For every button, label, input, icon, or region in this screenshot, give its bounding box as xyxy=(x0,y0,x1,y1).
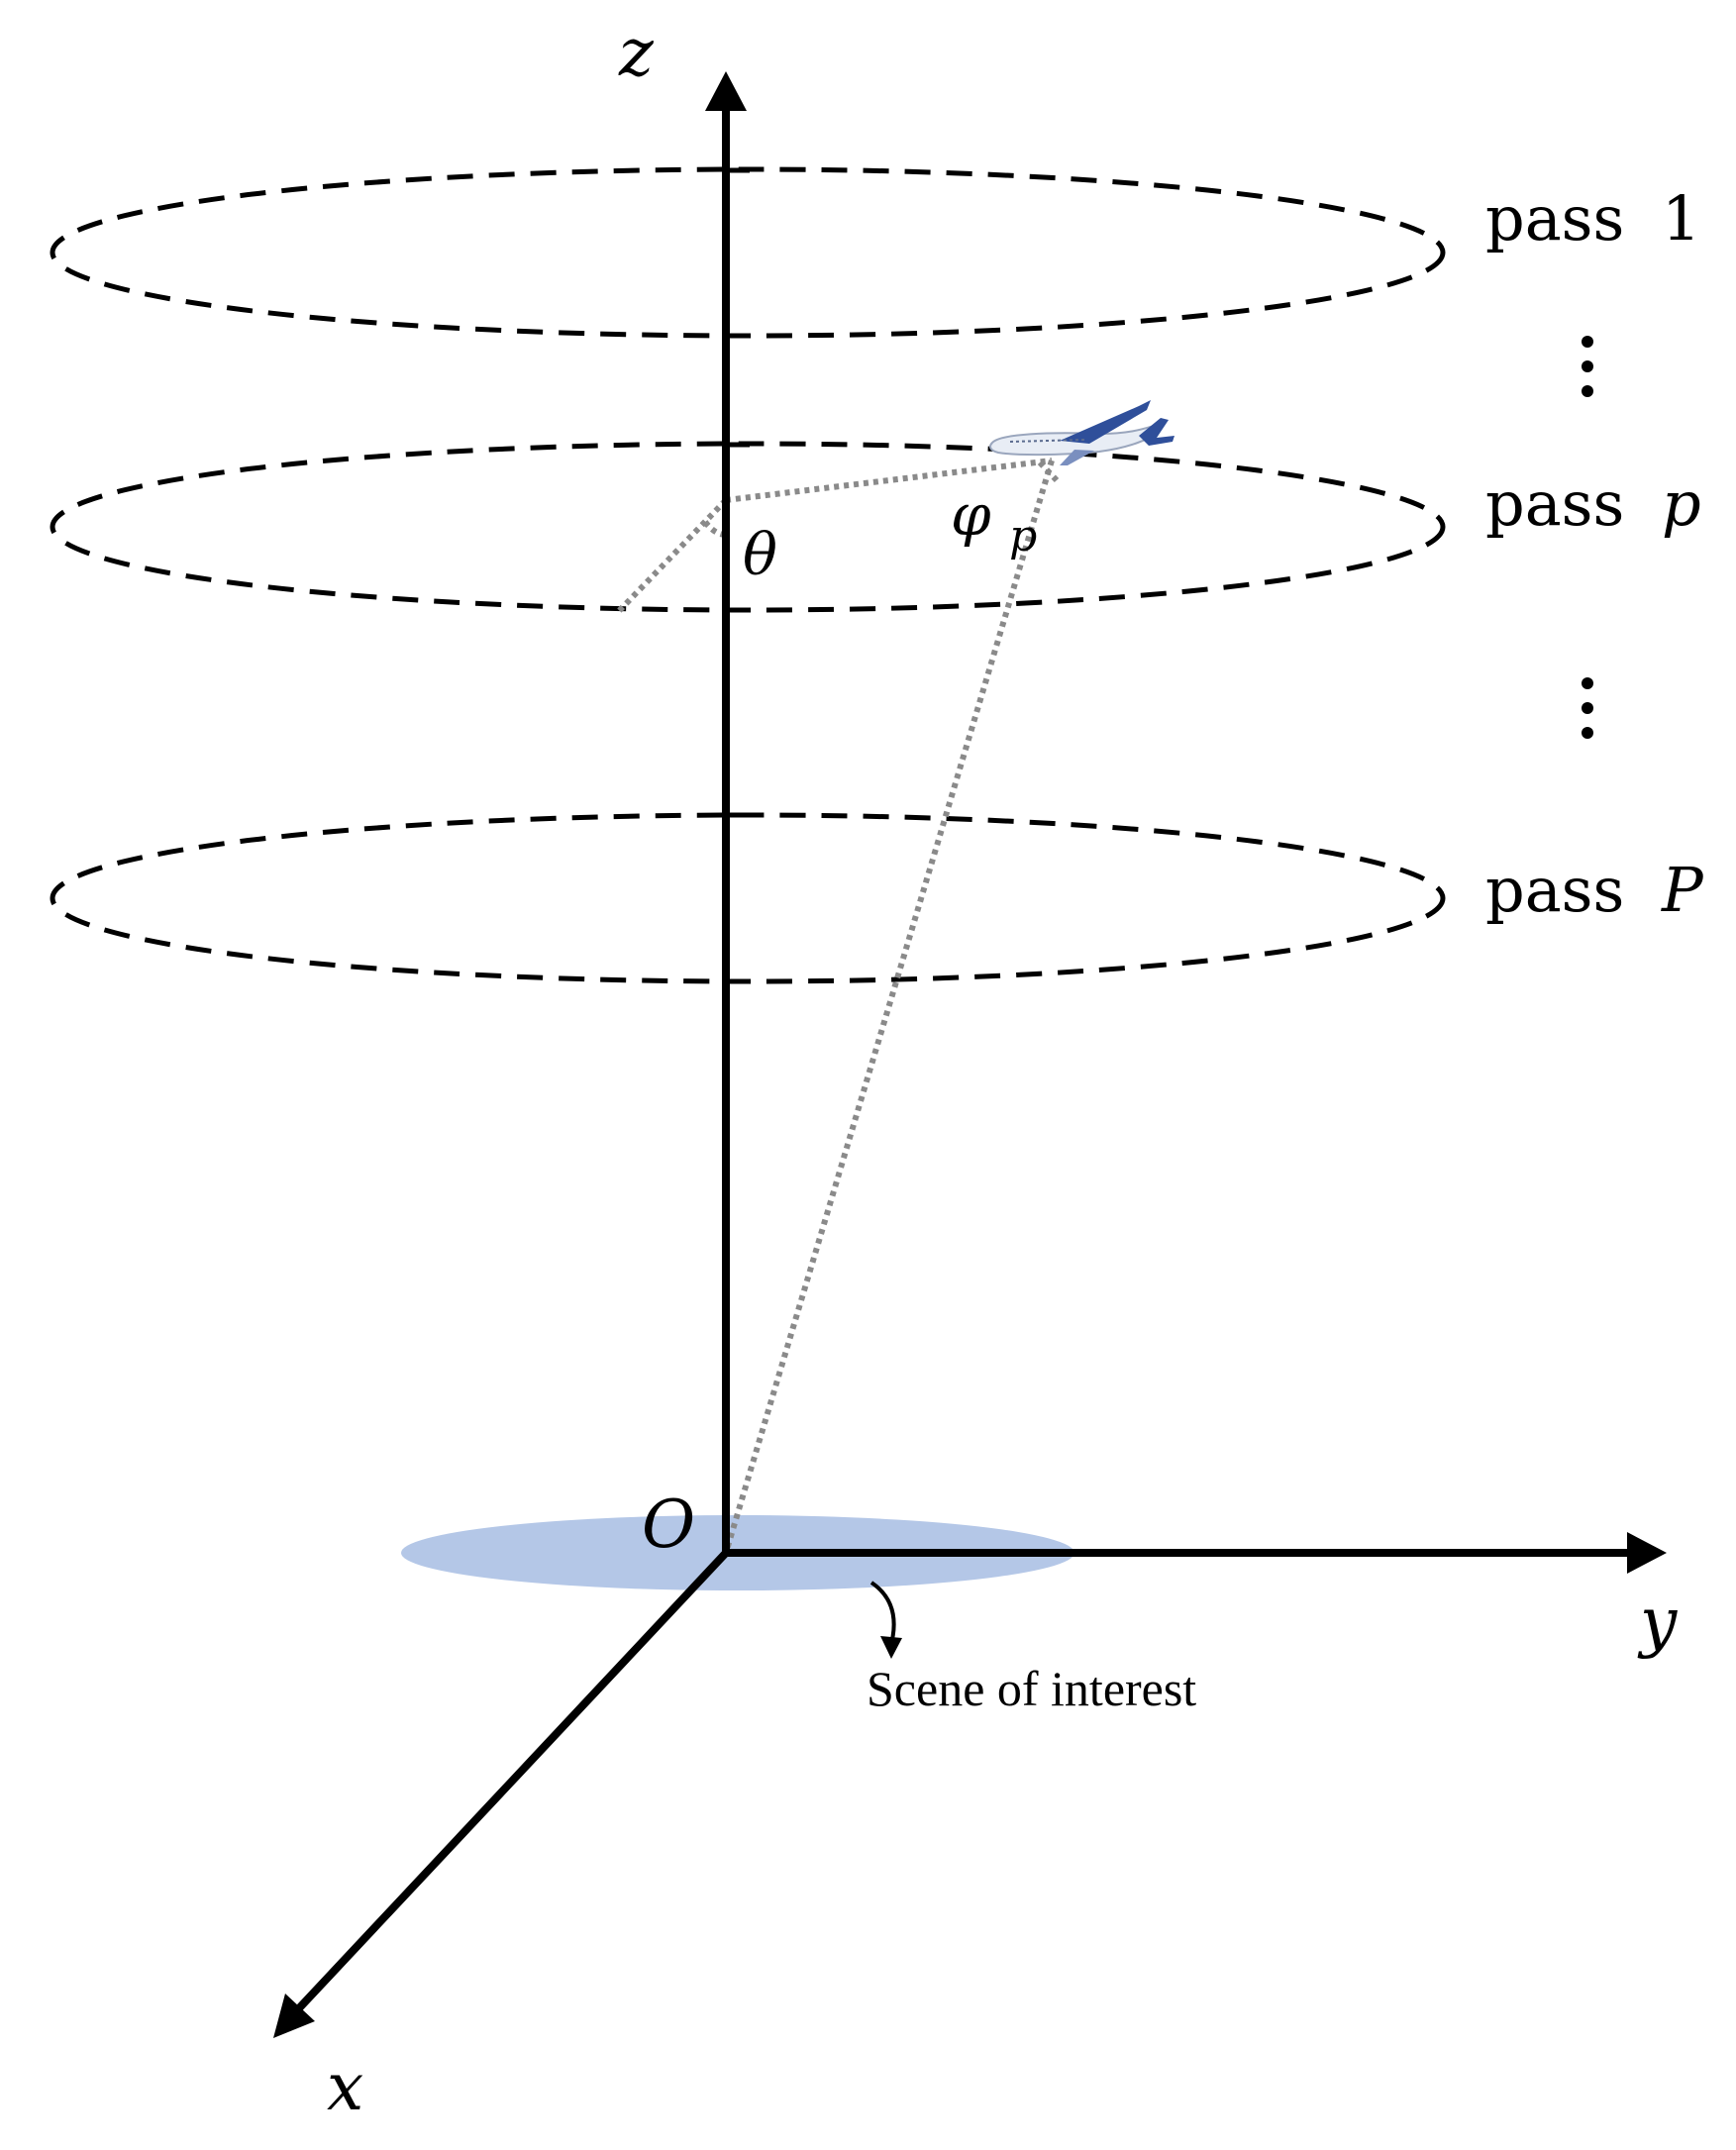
airplane-wing xyxy=(1060,400,1151,444)
y-axis-arrowhead xyxy=(1627,1532,1667,1574)
dotted-line-look-vector xyxy=(723,460,1055,1554)
pass-p-index: p xyxy=(1662,467,1701,540)
airplane-lower-wing xyxy=(1060,450,1094,465)
ellipsis-dots-upper xyxy=(1582,336,1593,397)
theta-label: θ xyxy=(743,521,777,588)
dotted-angle-mark xyxy=(1037,460,1060,483)
dotted-line-to-orbit-point xyxy=(616,497,729,614)
pass-P-index: P xyxy=(1661,854,1704,926)
ellipsis-dots-lower xyxy=(1582,677,1593,739)
scene-of-interest-label: Scene of interest xyxy=(867,1661,1196,1716)
pass-P-label: pass P xyxy=(1485,854,1704,926)
airplane-tail xyxy=(1139,418,1174,446)
z-axis-arrowhead xyxy=(705,71,747,111)
z-axis-label: z xyxy=(618,15,655,91)
origin-label: O xyxy=(642,1486,695,1563)
x-axis-line xyxy=(294,1550,729,2013)
orbit-pass-1 xyxy=(50,166,1446,339)
phi-subscript: p xyxy=(1009,511,1037,562)
x-axis-arrowhead xyxy=(273,1994,315,2038)
pass-1-label: pass 1 xyxy=(1485,182,1700,255)
y-axis-label: y xyxy=(1637,1584,1678,1660)
scene-pointer-arrow xyxy=(869,1581,896,1645)
pass-1-word: pass xyxy=(1485,182,1624,255)
scene-pointer-arrowhead xyxy=(880,1636,902,1659)
airplane-icon xyxy=(989,400,1174,465)
pass-p-word: pass xyxy=(1485,467,1624,540)
pass-1-index: 1 xyxy=(1662,182,1700,255)
z-axis-ticks xyxy=(726,167,750,984)
phi-symbol: φ xyxy=(951,481,991,549)
x-axis-label: x xyxy=(327,2049,363,2125)
airplane-windows xyxy=(1009,439,1085,443)
orbit-pass-P xyxy=(50,812,1446,984)
phi-p-label: φ p xyxy=(951,481,1037,562)
pass-P-word: pass xyxy=(1485,854,1624,926)
pass-p-label: pass p xyxy=(1485,467,1701,540)
